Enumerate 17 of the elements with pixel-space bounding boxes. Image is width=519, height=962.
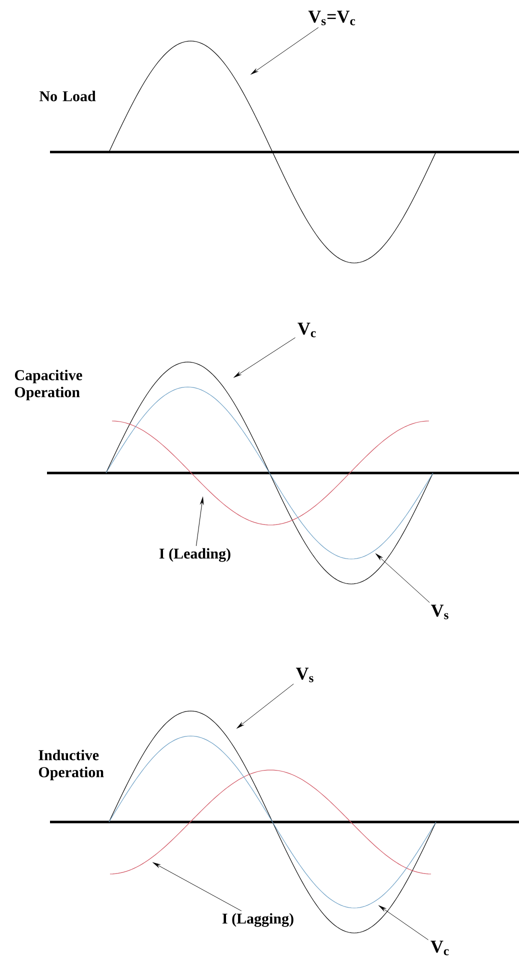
sine-wave (106, 362, 434, 584)
leader-line (236, 684, 294, 728)
panel-label: Capacitive Operation (14, 370, 82, 400)
curve-label: V$_{c}$ (298, 322, 316, 338)
leader-line (196, 497, 204, 546)
sine-wave (108, 40, 436, 264)
sine-wave (108, 710, 436, 934)
leader-line (376, 554, 430, 603)
leader-line (378, 906, 428, 940)
leader-line (152, 862, 242, 912)
curve-label: V$_{s}$ (431, 604, 448, 620)
curve-label: V$_{s}$=V$_{c}$ (308, 10, 356, 26)
panel-label: Inductive Operation (38, 750, 104, 780)
curve-label: V$_{s}$ (296, 668, 314, 682)
leader-line (250, 27, 319, 74)
leader-line (234, 337, 296, 378)
curve-label: V$_{c}$ (430, 940, 449, 956)
